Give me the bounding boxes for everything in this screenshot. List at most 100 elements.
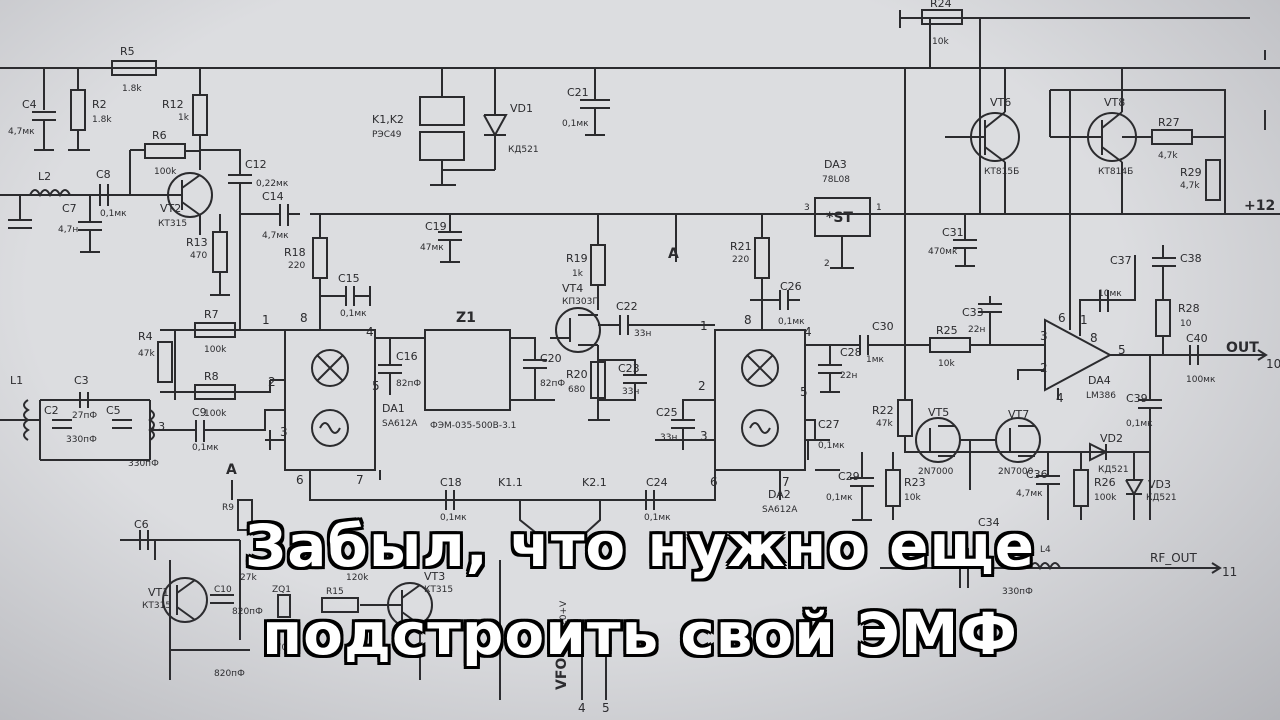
svg-text:82пФ: 82пФ [396, 379, 421, 389]
svg-text:10k: 10k [932, 37, 949, 47]
svg-text:КТ815Б: КТ815Б [984, 167, 1019, 177]
svg-text:47мк: 47мк [420, 243, 444, 253]
svg-text:C22: C22 [616, 300, 638, 313]
caption-line-1: Забыл, что нужно еще [245, 512, 1035, 580]
svg-text:10k: 10k [938, 359, 955, 369]
svg-text:R21: R21 [730, 240, 752, 253]
resistor-r13: R13 470 [186, 214, 230, 296]
resistor-r8: R8 100k [194, 370, 236, 419]
capacitor-c6: C6 [134, 518, 149, 550]
resistor-r4: R4 47k [138, 330, 173, 383]
svg-text:R27: R27 [1158, 116, 1180, 129]
svg-text:2: 2 [268, 375, 276, 389]
svg-text:2N7000: 2N7000 [998, 467, 1034, 477]
svg-text:C37: C37 [1110, 254, 1132, 267]
svg-text:4,7k: 4,7k [1180, 181, 1200, 191]
svg-text:R25: R25 [936, 324, 958, 337]
svg-text:10мк: 10мк [1098, 289, 1122, 299]
svg-text:0,22мк: 0,22мк [256, 179, 289, 189]
svg-text:VT5: VT5 [928, 406, 949, 419]
svg-text:R23: R23 [904, 476, 926, 489]
svg-text:2: 2 [1040, 361, 1048, 375]
svg-text:C8: C8 [96, 168, 111, 181]
diode-vd1: VD1 КД521 [442, 68, 539, 171]
svg-text:10: 10 [1180, 319, 1192, 329]
svg-text:C34: C34 [978, 516, 1000, 529]
capacitor-c25: C25 33н [655, 399, 715, 450]
capacitor-c39: C39 0,1мк [1126, 355, 1162, 520]
vfo-connector: VFO 20+V 4 5 [554, 600, 610, 715]
svg-text:LM386: LM386 [1086, 391, 1116, 401]
resistor-r18: R18 220 [284, 237, 328, 279]
svg-text:C40: C40 [1186, 332, 1208, 345]
resistor-r26: R26 100k [1073, 452, 1117, 520]
inductor-l1: L1 [10, 374, 30, 441]
svg-text:5: 5 [800, 385, 808, 399]
svg-text:8: 8 [1090, 331, 1098, 345]
svg-text:0,1мк: 0,1мк [440, 513, 467, 523]
svg-text:82пФ: 82пФ [540, 379, 565, 389]
svg-text:6: 6 [1058, 311, 1066, 325]
capacitor-c10: C10 820пФ [210, 585, 263, 617]
svg-text:C24: C24 [646, 476, 668, 489]
capacitor-c3: C3 27пФ [72, 374, 97, 421]
svg-text:C14: C14 [262, 190, 284, 203]
diode-vd3: VD3 КД521 [1125, 452, 1177, 520]
svg-text:20+V: 20+V [559, 600, 569, 626]
svg-text:27пФ: 27пФ [72, 411, 97, 421]
resistor-r5: R5 1.8k [111, 45, 157, 94]
svg-text:1: 1 [1080, 313, 1088, 327]
svg-text:7: 7 [782, 475, 790, 489]
svg-text:ФЭМ-035-500В-3.1: ФЭМ-035-500В-3.1 [430, 421, 516, 431]
svg-text:R7: R7 [204, 308, 219, 321]
svg-text:820пФ: 820пФ [232, 607, 263, 617]
out-pin-label: 10 [1266, 357, 1280, 371]
resistor-r23: R23 10k [885, 452, 926, 520]
capacitor-c21: C21 0,1мк [562, 68, 610, 136]
svg-text:C28: C28 [840, 346, 862, 359]
svg-text:C10: C10 [214, 585, 232, 595]
svg-text:10k: 10k [904, 493, 921, 503]
svg-text:470: 470 [190, 251, 207, 261]
capacitor-c19: C19 47мк [420, 214, 462, 263]
capacitor-c29: C29 0,1мк [826, 452, 874, 521]
svg-text:5: 5 [1118, 343, 1126, 357]
svg-text:330пФ: 330пФ [1002, 587, 1033, 597]
svg-text:VD2: VD2 [1100, 432, 1123, 445]
filter-z1: Z1 ФЭМ-035-500В-3.1 [424, 310, 516, 431]
svg-text:C9: C9 [192, 406, 207, 419]
rf-out-label: RF_OUT [1150, 551, 1197, 565]
capacitor-c28: C28 22н [805, 344, 862, 393]
svg-text:100k: 100k [154, 167, 177, 177]
capacitor-c2: C2 330пФ [44, 404, 97, 445]
svg-text:120k: 120k [346, 573, 369, 583]
transistor-vt4: VT4 КП303Г [550, 282, 601, 353]
svg-text:R4: R4 [138, 330, 153, 343]
svg-text:C33: C33 [962, 306, 984, 319]
svg-text:VFO: VFO [554, 658, 570, 690]
inductor-l2: L2 [29, 170, 71, 198]
capacitor-c12: C12 0,22мк [228, 158, 289, 330]
svg-text:C4: C4 [22, 98, 37, 111]
svg-text:22н: 22н [968, 325, 985, 335]
svg-text:C25: C25 [656, 406, 678, 419]
caption-line-2: подстроить свой ЭМФ [262, 600, 1018, 668]
svg-text:C31: C31 [942, 226, 964, 239]
transistor-vt7: VT7 2N7000 [995, 408, 1041, 477]
svg-text:C29: C29 [838, 470, 860, 483]
svg-text:R6: R6 [152, 129, 167, 142]
svg-text:1k: 1k [572, 269, 584, 279]
svg-text:C27: C27 [818, 418, 840, 431]
svg-text:0,1мк: 0,1мк [818, 441, 845, 451]
diode-vd2: VD2 КД521 [1089, 432, 1129, 475]
capacitor-c33: C33 22н [962, 296, 1002, 345]
svg-text:C20: C20 [540, 352, 562, 365]
svg-text:L1: L1 [10, 374, 23, 387]
svg-text:C12: C12 [245, 158, 267, 171]
svg-text:R29: R29 [1180, 166, 1202, 179]
svg-text:2N7000: 2N7000 [918, 467, 954, 477]
svg-text:K2.1: K2.1 [582, 476, 607, 489]
svg-text:Z1: Z1 [456, 310, 476, 326]
amplifier-da4: 3 2 5 4 6 8 1 DA4 LM386 [1040, 311, 1126, 405]
svg-text:SA612A: SA612A [382, 419, 418, 429]
